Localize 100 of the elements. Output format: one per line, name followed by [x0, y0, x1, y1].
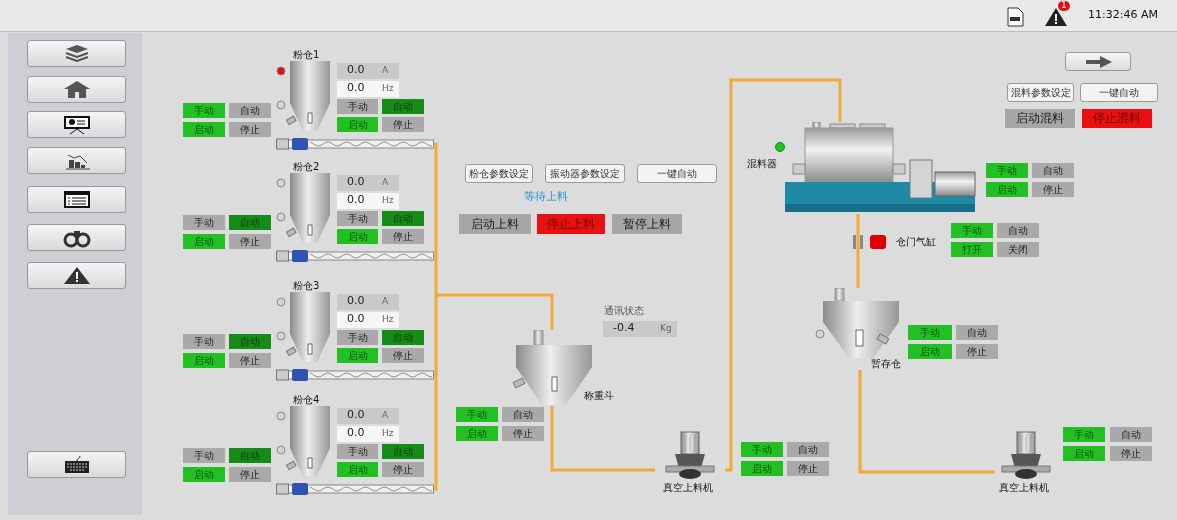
value-text: -0.4	[613, 322, 635, 335]
control-button: 手动	[456, 407, 498, 422]
control-button: 停止	[229, 353, 271, 368]
equipment-label: 称重斗	[584, 390, 614, 401]
control-button: 手动	[337, 444, 378, 459]
control-button: 手动	[741, 442, 783, 457]
value-text: 0.0	[347, 176, 365, 189]
control-button: 停止	[382, 348, 424, 363]
pipe-line	[432, 142, 554, 491]
control-button: 自动	[229, 103, 271, 118]
control-button: 停止	[229, 122, 271, 137]
pipe-line	[856, 252, 860, 288]
value-text: 0.0	[347, 409, 365, 422]
control-button: 自动	[502, 407, 544, 422]
control-button: 启动混料	[1005, 109, 1075, 128]
control-button: 停止	[382, 229, 424, 244]
equipment-label: 仓门气缸	[896, 236, 936, 247]
control-button: 停止	[1110, 446, 1152, 461]
value-text: 0.0	[347, 427, 365, 440]
control-button: 启动	[183, 122, 225, 137]
readout-field	[337, 81, 399, 97]
unit-text: A	[382, 66, 389, 76]
equipment-label: 粉仓2	[293, 161, 320, 172]
control-button: 手动	[183, 215, 225, 230]
control-button: 启动上料	[459, 214, 531, 234]
value-text: 0.0	[347, 295, 365, 308]
unit-text: Hz	[382, 429, 394, 439]
control-button: 启动	[986, 182, 1028, 197]
control-button: 自动	[382, 99, 424, 114]
pipe-line	[550, 406, 655, 472]
control-button: 手动	[908, 325, 952, 340]
equipment-label: 暂存仓	[871, 358, 901, 369]
control-button: 启动	[337, 229, 378, 244]
control-button: 手动	[337, 211, 378, 226]
value-text: 0.0	[347, 82, 365, 95]
control-button: 手动	[986, 163, 1028, 178]
control-button: 自动	[382, 444, 424, 459]
control-button: 停止	[502, 426, 544, 441]
control-button: 一键自动	[637, 164, 717, 183]
control-button: 启动	[183, 353, 225, 368]
unit-text: A	[382, 297, 389, 307]
pipe-line	[725, 78, 842, 472]
control-button: 自动	[229, 334, 271, 349]
control-button: 手动	[183, 103, 225, 118]
control-button: 启动	[337, 462, 378, 477]
control-button: 启动	[183, 234, 225, 249]
control-button: 启动	[1063, 446, 1105, 461]
control-button: 停止	[382, 117, 424, 132]
control-button: 启动	[337, 117, 378, 132]
control-button: 停止	[1032, 182, 1074, 197]
equipment-label: 真空上料机	[663, 482, 713, 493]
status-caption: 通讯状态	[604, 305, 644, 316]
control-button: 停止上料	[537, 214, 605, 234]
control-button: 自动	[229, 448, 271, 463]
value-text: 0.0	[347, 194, 365, 207]
control-button: 自动	[229, 215, 271, 230]
control-button: 停止	[382, 462, 424, 477]
control-button: 启动	[456, 426, 498, 441]
control-button: 停止	[229, 467, 271, 482]
unit-text: Hz	[382, 196, 394, 206]
equipment-label: 粉仓4	[293, 394, 320, 405]
control-button: 振动器参数设定	[545, 164, 625, 183]
control-button: 自动	[1032, 163, 1074, 178]
control-button: 混料参数设定	[1007, 83, 1074, 102]
control-button: 自动	[1110, 427, 1152, 442]
control-button: 打开	[951, 242, 993, 257]
control-button: 停止	[229, 234, 271, 249]
control-button: 自动	[787, 442, 829, 457]
control-button: 启动	[908, 344, 952, 359]
unit-text: Hz	[382, 84, 394, 94]
control-button: 手动	[951, 223, 993, 238]
control-button: 手动	[183, 334, 225, 349]
value-text: 0.0	[347, 64, 365, 77]
control-button: 手动	[1063, 427, 1105, 442]
clock-time: 11:32:46 AM	[1088, 9, 1158, 22]
equipment-label: 粉仓3	[293, 280, 320, 291]
control-button: 停止混料	[1082, 109, 1152, 128]
unit-text: Kg	[660, 324, 672, 334]
readout-field	[337, 193, 399, 209]
control-button: 自动	[956, 325, 998, 340]
pipe-line	[856, 214, 860, 232]
unit-text: A	[382, 178, 389, 188]
status-text: 等待上料	[524, 191, 568, 204]
control-button: 启动	[183, 467, 225, 482]
control-button: 粉仓参数设定	[465, 164, 533, 183]
control-button: 手动	[183, 448, 225, 463]
notification-badge: 1	[1058, 1, 1070, 11]
readout-field	[337, 426, 399, 442]
control-button: 自动	[997, 223, 1039, 238]
control-button: 一键自动	[1080, 83, 1158, 102]
unit-text: Hz	[382, 315, 394, 325]
control-button: 自动	[382, 211, 424, 226]
value-text: 0.0	[347, 313, 365, 326]
readout-field	[337, 312, 399, 328]
equipment-label: 粉仓1	[293, 49, 320, 60]
control-button: 启动	[337, 348, 378, 363]
control-button: 自动	[382, 330, 424, 345]
control-button: 手动	[337, 330, 378, 345]
unit-text: A	[382, 411, 389, 421]
equipment-label: 混料器	[747, 158, 777, 169]
